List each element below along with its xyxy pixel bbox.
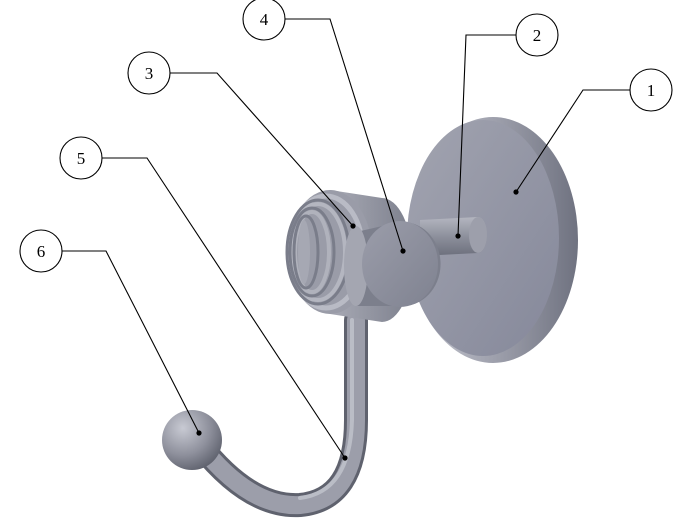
hook-arm — [188, 308, 368, 518]
balloon-6-label: 6 — [37, 242, 46, 261]
balloon-6: 6 — [19, 229, 63, 273]
leader-5 — [102, 157, 346, 459]
leader-dot-4 — [400, 248, 406, 254]
leader-2 — [457, 34, 516, 237]
balloon-1-label: 1 — [647, 81, 656, 100]
balloon-2: 2 — [515, 13, 559, 57]
leader-dot-1 — [513, 189, 519, 195]
balloon-1: 1 — [629, 68, 673, 112]
balloon-2-label: 2 — [533, 26, 542, 45]
leader-lines — [62, 18, 630, 461]
balloon-4-label: 4 — [260, 10, 269, 29]
leader-dot-6 — [196, 430, 202, 436]
leader-6 — [62, 250, 200, 434]
balloon-3: 3 — [127, 51, 171, 95]
leader-dot-5 — [342, 455, 348, 461]
balloon-4: 4 — [242, 0, 286, 41]
balloon-5: 5 — [59, 136, 103, 180]
end-cap — [344, 221, 441, 307]
leader-3 — [170, 72, 354, 227]
leader-4 — [285, 18, 404, 252]
leader-dot-3 — [350, 223, 356, 229]
balloon-3-label: 3 — [145, 64, 154, 83]
ball-end — [162, 410, 222, 470]
leader-1 — [515, 89, 630, 193]
leader-dot-2 — [455, 233, 461, 239]
balloon-5-label: 5 — [77, 149, 86, 168]
